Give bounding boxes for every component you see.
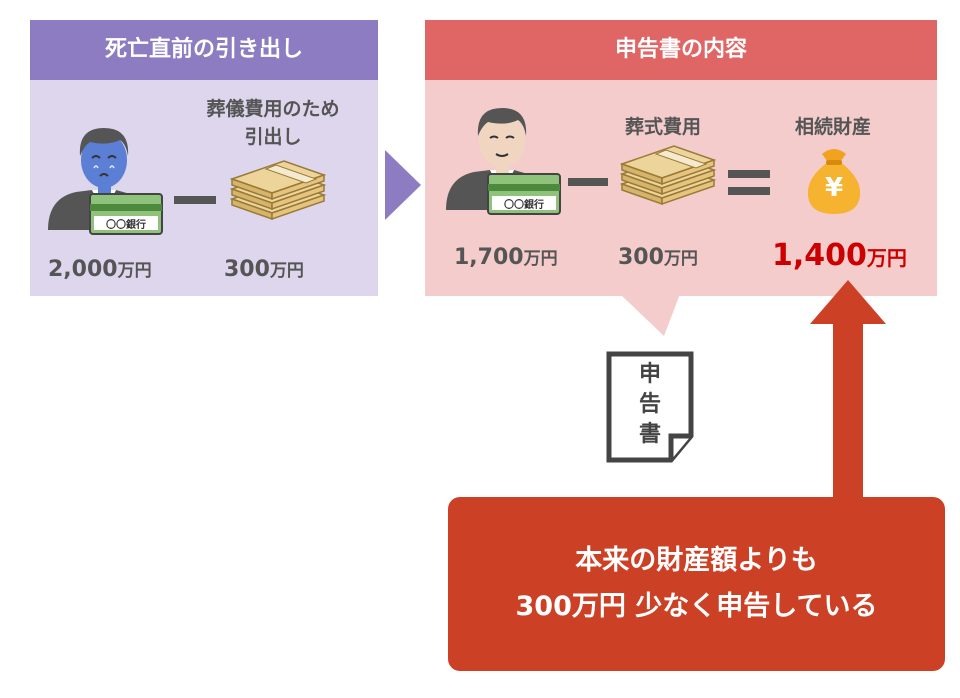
- amount-funeral-unit: 万円: [663, 249, 698, 269]
- document-char-3: 書: [638, 422, 661, 447]
- amount-estate-number: 1,400: [772, 238, 867, 273]
- amount-before-unit: 万円: [117, 261, 152, 281]
- amount-withdrawn-number: 300: [224, 257, 270, 282]
- amount-withdrawn-unit: 万円: [269, 261, 304, 281]
- right-bank-card-label: 〇〇銀行: [504, 200, 544, 211]
- tax-return-document-icon: [606, 351, 694, 463]
- money-bundle-icon: [229, 160, 327, 221]
- up-arrow-icon: [810, 280, 886, 502]
- withdraw-label-line2: 引出し: [244, 126, 302, 148]
- amount-balance-number: 1,700: [454, 245, 524, 270]
- money-bag-icon: [807, 149, 861, 214]
- money-bundle-icon-right: [619, 145, 717, 206]
- minus-sign: [174, 196, 216, 204]
- amount-estate: 1,400万円: [772, 238, 907, 273]
- pale-man-icon: [48, 128, 163, 235]
- left-panel-header: 死亡直前の引き出し: [30, 20, 378, 80]
- callout-line2: 300万円 少なく申告している: [515, 591, 878, 622]
- equals-sign-top: [728, 170, 770, 178]
- funeral-label: 葬式費用: [624, 116, 701, 138]
- minus-sign-right: [568, 178, 608, 186]
- man-icon: [446, 108, 561, 215]
- estate-label: 相続財産: [794, 116, 871, 138]
- arrow-right-icon: [385, 150, 421, 220]
- amount-balance: 1,700万円: [454, 244, 558, 270]
- speech-pointer: [620, 294, 680, 336]
- callout-box: [448, 497, 945, 671]
- equals-sign-bottom: [728, 187, 770, 195]
- amount-withdrawn: 300万円: [224, 256, 304, 282]
- amount-funeral-number: 300: [618, 245, 664, 270]
- withdraw-label-line1: 葬儀費用のため: [206, 98, 340, 120]
- left-bank-card-label: 〇〇銀行: [106, 220, 146, 231]
- amount-balance-unit: 万円: [523, 249, 558, 269]
- document-char-2: 告: [638, 392, 661, 417]
- amount-before-number: 2,000: [48, 257, 118, 282]
- document-char-1: 申: [638, 362, 661, 387]
- right-panel-header: 申告書の内容: [425, 20, 937, 80]
- amount-estate-unit: 万円: [866, 246, 907, 270]
- right-panel-title: 申告書の内容: [614, 37, 747, 62]
- document-text: 申 告 書: [605, 360, 695, 450]
- amount-before: 2,000万円: [48, 256, 152, 282]
- callout-line1: 本来の財産額よりも: [575, 545, 818, 576]
- left-panel-title: 死亡直前の引き出し: [104, 37, 303, 62]
- yen-symbol: ¥: [824, 173, 844, 203]
- amount-funeral: 300万円: [618, 244, 698, 270]
